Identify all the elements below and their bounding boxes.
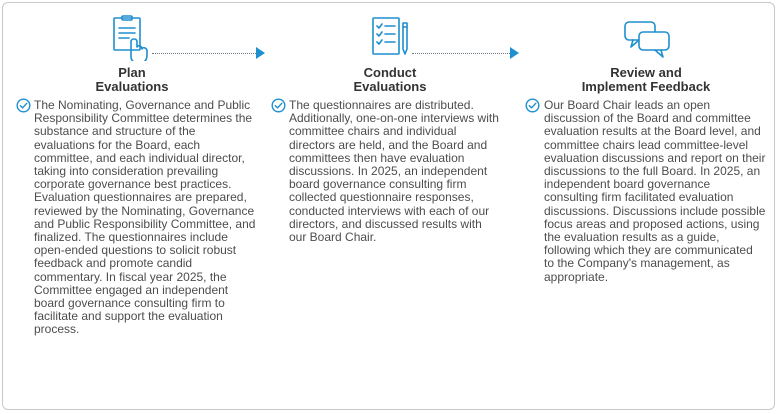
step-title-line: Implement Feedback bbox=[581, 79, 711, 94]
step-title-line: Evaluations bbox=[353, 79, 427, 94]
step-title-conduct: Conduct Evaluations bbox=[290, 66, 490, 94]
arrow-right-icon bbox=[510, 47, 519, 59]
step-title-line: Plan bbox=[118, 65, 146, 80]
speech-bubbles-icon bbox=[623, 18, 671, 62]
checklist-pencil-icon bbox=[369, 15, 413, 61]
step-title-review: Review and Implement Feedback bbox=[546, 66, 746, 94]
connector-line-2 bbox=[412, 53, 510, 54]
clipboard-hand-icon bbox=[111, 15, 155, 61]
step-title-line: Conduct bbox=[363, 65, 417, 80]
process-panel bbox=[2, 2, 775, 410]
step-title-line: Review and bbox=[610, 65, 682, 80]
step-title-plan: Plan Evaluations bbox=[32, 66, 232, 94]
connector-line-1 bbox=[152, 53, 256, 54]
check-circle-icon bbox=[271, 98, 286, 118]
arrow-right-icon bbox=[256, 47, 265, 59]
step-description-conduct: The questionnaires are distributed. Addi… bbox=[289, 98, 499, 245]
step-description-plan: The Nominating, Governance and Public Re… bbox=[34, 98, 256, 337]
step-title-line: Evaluations bbox=[95, 79, 169, 94]
check-circle-icon bbox=[525, 98, 540, 118]
check-circle-icon bbox=[16, 98, 31, 118]
step-description-review: Our Board Chair leads an open discussion… bbox=[544, 98, 766, 284]
